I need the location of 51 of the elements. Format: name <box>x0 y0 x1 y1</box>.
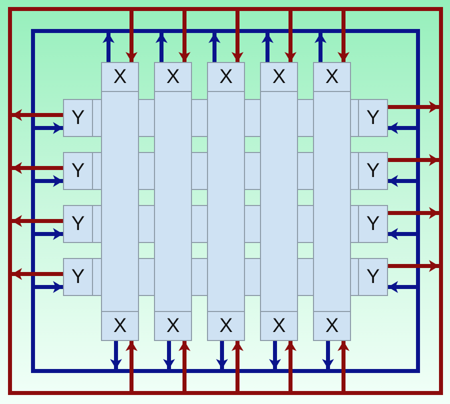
y-block: Y <box>63 258 93 296</box>
arrow <box>388 101 439 113</box>
arrow <box>178 341 190 391</box>
outer-loop <box>8 7 443 395</box>
column-bar <box>313 62 351 341</box>
arrow <box>12 109 63 121</box>
arrow <box>338 11 350 62</box>
column-bar <box>207 62 245 341</box>
arrow <box>388 175 416 187</box>
arrow <box>232 341 244 391</box>
arrow <box>232 11 244 62</box>
y-block: Y <box>358 152 388 190</box>
arrow <box>102 33 114 62</box>
arrow <box>388 281 416 293</box>
arrow <box>216 341 228 369</box>
y-block: Y <box>63 152 93 190</box>
column-bar <box>154 62 192 341</box>
arrow <box>35 175 63 187</box>
arrow <box>126 341 138 391</box>
arrow <box>314 33 326 62</box>
arrow <box>35 122 63 134</box>
inner-loop <box>31 29 420 373</box>
arrow <box>388 154 439 166</box>
arrow <box>12 268 63 280</box>
arrow <box>178 11 190 62</box>
y-block: Y <box>63 99 93 137</box>
arrow <box>388 228 416 240</box>
arrow <box>12 215 63 227</box>
arrow <box>163 341 175 369</box>
arrow <box>388 122 416 134</box>
arrow <box>284 341 296 391</box>
arrow <box>388 207 439 219</box>
y-block: Y <box>358 258 388 296</box>
arrow <box>12 162 63 174</box>
arrow <box>208 33 220 62</box>
arrow <box>269 341 281 369</box>
arrow <box>110 341 122 369</box>
arrow <box>262 33 274 62</box>
arrow <box>35 228 63 240</box>
column-bar <box>101 62 139 341</box>
y-block: Y <box>63 205 93 243</box>
arrow <box>35 281 63 293</box>
arrow <box>338 341 350 391</box>
column-bar <box>260 62 298 341</box>
arrow <box>322 341 334 369</box>
arrow <box>388 260 439 272</box>
arrow <box>284 11 296 62</box>
arrow <box>156 33 168 62</box>
y-block: Y <box>358 205 388 243</box>
y-block: Y <box>358 99 388 137</box>
arrow <box>126 11 138 62</box>
